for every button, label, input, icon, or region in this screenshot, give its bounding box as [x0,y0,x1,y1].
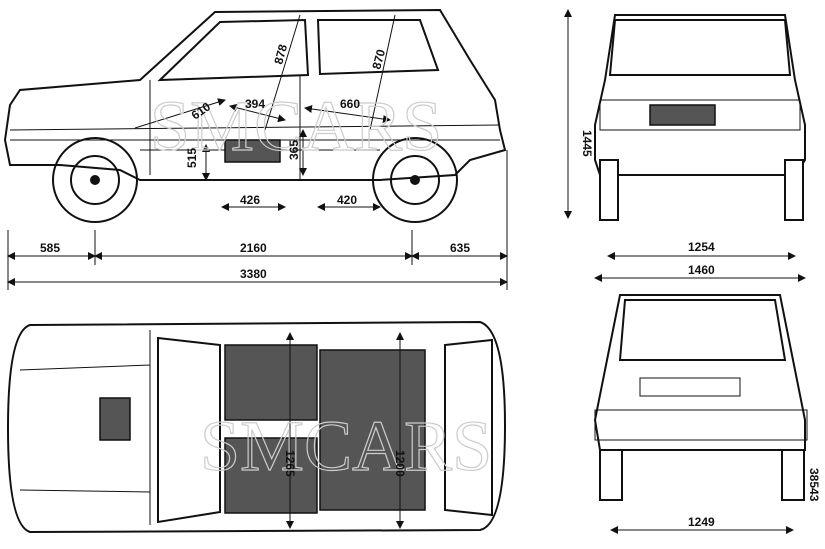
rear-view [564,9,806,282]
dim-rear-seat-length: 420 [337,193,357,207]
dim-front-seat-length: 426 [240,193,260,207]
dim-front-overhang: 585 [40,241,60,255]
dim-rear-track: 1254 [688,240,715,254]
dim-rear-seat-height: 365 [287,140,301,160]
drawing-id: 38543 [807,468,821,502]
watermark-top: SMCARS [150,86,442,166]
dim-overall-length: 3380 [240,267,267,281]
dim-front-seat-height: 515 [185,148,199,168]
dim-front-door-height: 878 [271,42,290,65]
dim-front-track: 1249 [688,515,715,529]
dim-rear-interior-width: 1200 [393,450,407,477]
dim-front-seat-depth: 394 [245,97,265,111]
dim-rear-overhang: 635 [450,241,470,255]
dim-height: 1445 [580,130,594,157]
dim-wheelbase: 2160 [240,241,267,255]
side-view [3,8,508,290]
top-view [6,320,507,534]
dim-overall-width: 1460 [688,263,715,277]
watermark-bottom: SMCARS [200,406,492,486]
dim-rear-legroom: 660 [340,97,360,111]
front-view [593,294,808,534]
dim-front-interior-width: 1265 [283,450,297,477]
dim-rear-door-height: 870 [369,47,388,70]
